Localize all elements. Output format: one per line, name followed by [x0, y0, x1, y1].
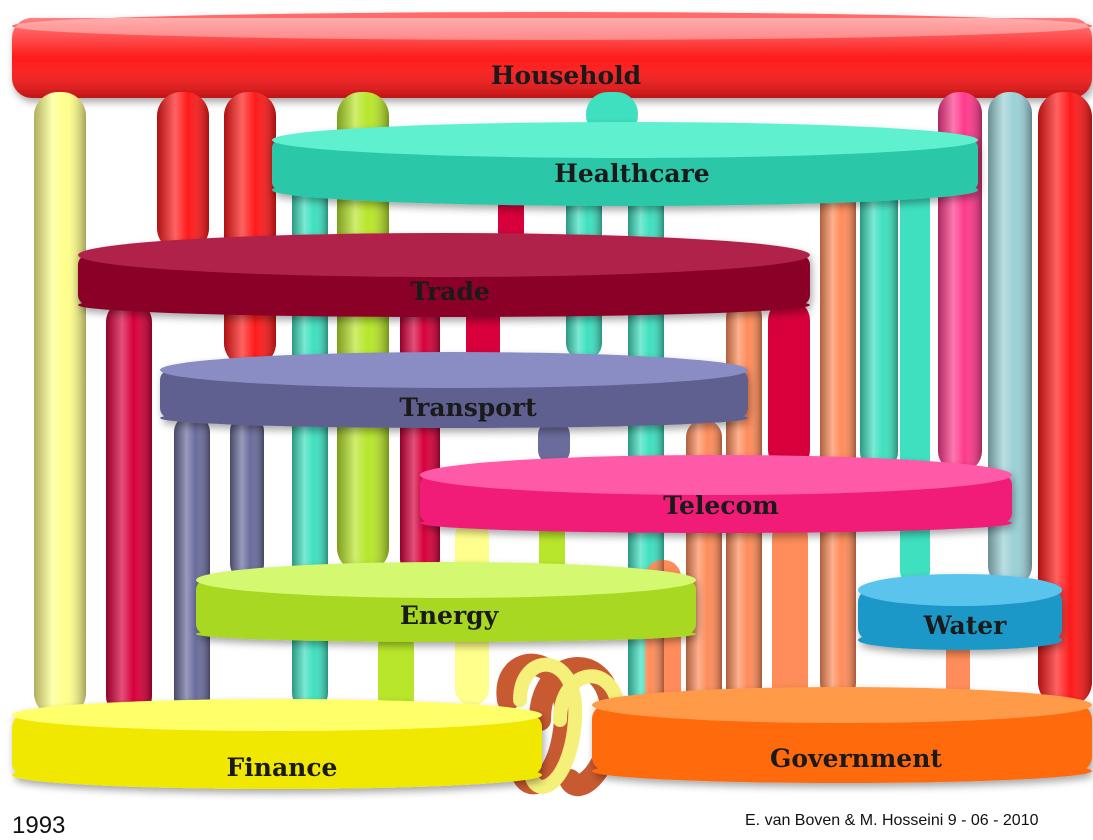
government-label: Government: [770, 744, 942, 773]
pillar: [466, 300, 500, 368]
trade-platform: [78, 233, 810, 317]
telecom-platform: [420, 455, 1012, 533]
author-credit: E. van Boven & M. Hosseini 9 - 06 - 2010: [745, 812, 1039, 829]
trade-label: Trade: [410, 277, 490, 306]
pillar: [538, 420, 570, 465]
pillar: [946, 640, 970, 705]
healthcare-platform: [272, 122, 978, 206]
energy-label: Energy: [400, 601, 500, 630]
pillar: [768, 300, 810, 470]
government-platform: [592, 687, 1092, 783]
pillar: [378, 630, 414, 715]
finance-label: Finance: [227, 753, 338, 782]
transport-platform: [160, 352, 748, 428]
water-label: Water: [923, 611, 1008, 640]
energy-platform: [196, 562, 696, 642]
telecom-label: Telecom: [663, 491, 778, 520]
household-platform: [12, 12, 1092, 98]
transport-label: Transport: [399, 393, 537, 422]
household-label: Household: [491, 61, 641, 90]
pillar: [772, 520, 808, 720]
pillar: [539, 520, 565, 575]
water-platform: [858, 574, 1062, 650]
year-label: 1993: [12, 812, 66, 839]
finance-platform: [12, 699, 542, 789]
healthcare-label: Healthcare: [554, 159, 709, 188]
